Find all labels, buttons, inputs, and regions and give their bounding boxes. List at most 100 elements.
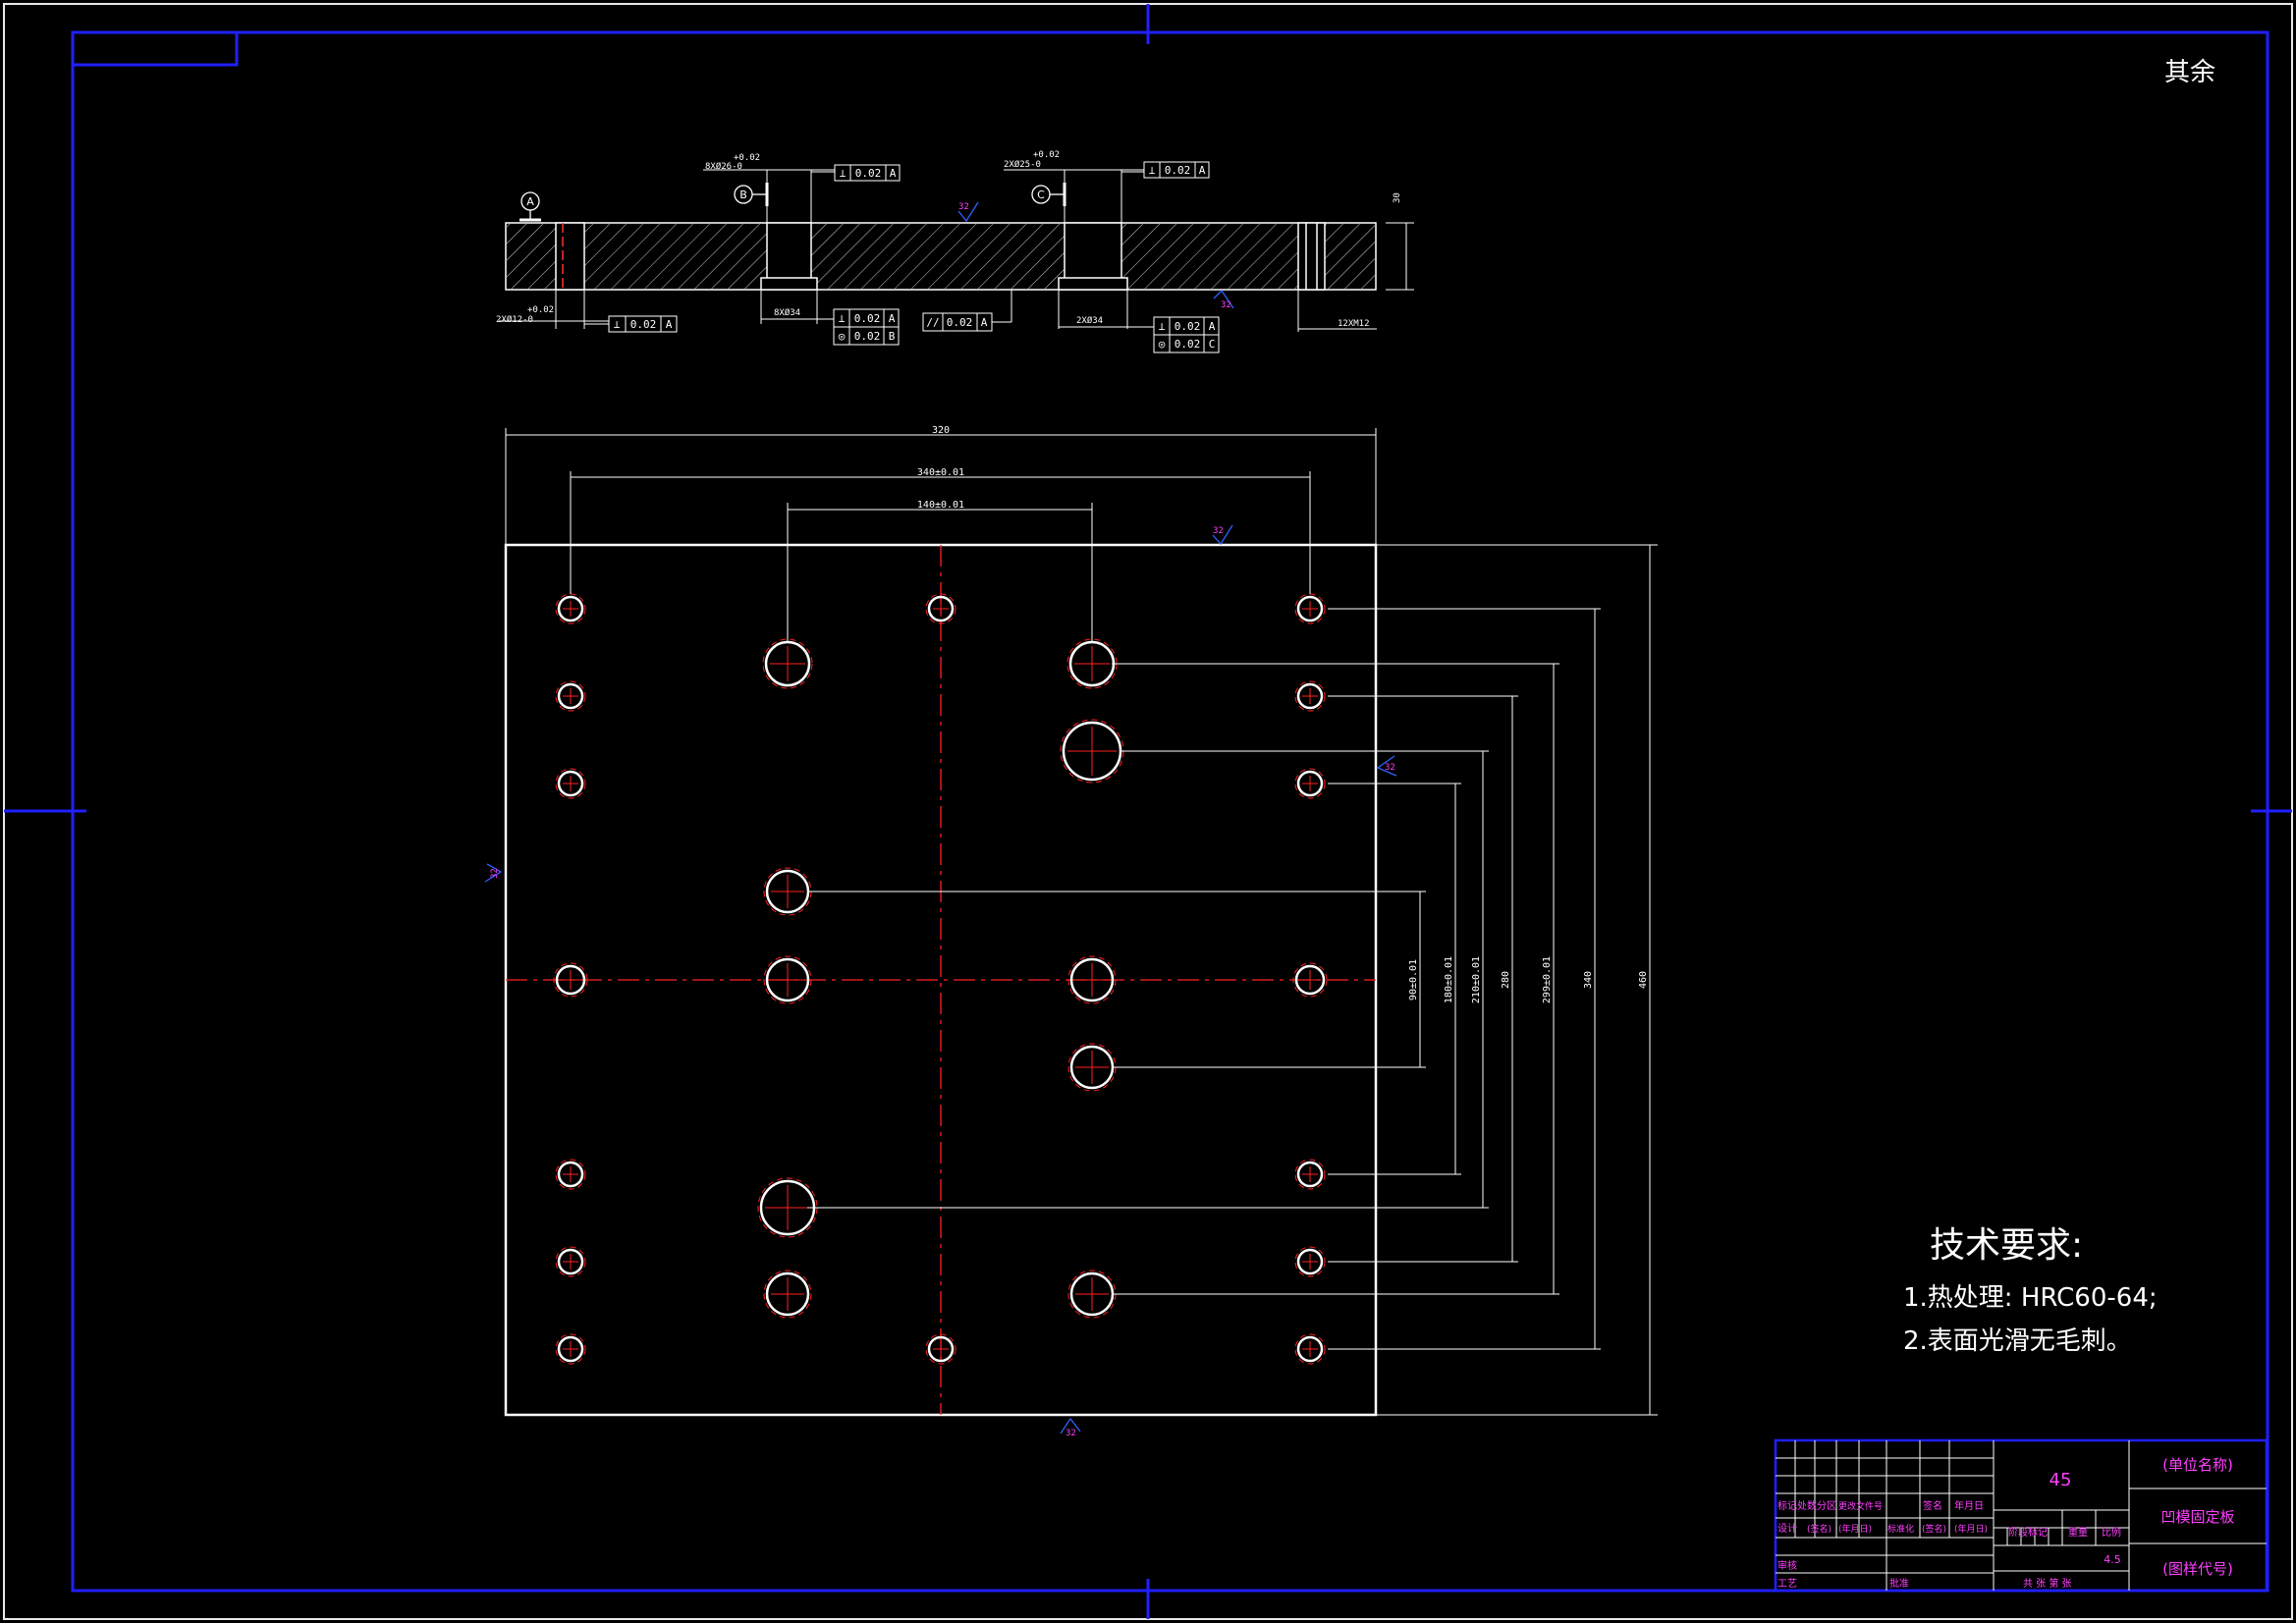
dim-overall-width: 320 [932, 425, 950, 436]
tol-c: +0.02 [1033, 150, 1060, 160]
roughness-right: 32 [1376, 755, 1397, 777]
tech-req-item-2: 2.表面光滑无毛刺。 [1903, 1326, 2132, 1356]
section-hole-c [1064, 222, 1122, 281]
title-part-name: 凹模固定板 [2160, 1508, 2234, 1526]
svg-text:32: 32 [958, 202, 969, 212]
section-view [505, 222, 1377, 291]
hole-9 [925, 1333, 957, 1365]
hole-22 [1066, 638, 1118, 689]
title-block-grid [1776, 1440, 2267, 1591]
svg-text:阶段标记: 阶段标记 [2008, 1526, 2048, 1539]
section-hatch-4 [1121, 224, 1298, 289]
svg-text:(年月日): (年月日) [1954, 1523, 1988, 1535]
hole-12 [1294, 768, 1326, 799]
hole-15 [1294, 1246, 1326, 1277]
hole-17 [762, 638, 813, 689]
svg-text:0.02: 0.02 [1175, 338, 1201, 351]
svg-text:0.02: 0.02 [855, 167, 882, 180]
svg-text:32: 32 [1213, 526, 1224, 536]
roughness-symbol-section-bottom: 32 [1213, 289, 1234, 310]
hole-10 [1294, 593, 1326, 624]
hole-26 [1067, 1270, 1117, 1319]
dim-v5: 180±0.01 [1444, 956, 1454, 1003]
section-hatch-2 [584, 224, 767, 289]
svg-text:年月日: 年月日 [1954, 1499, 1984, 1512]
hole-2 [555, 680, 586, 712]
top-left-tag-box [71, 30, 239, 67]
hole-14 [1294, 1159, 1326, 1190]
svg-text:审核: 审核 [1777, 1559, 1797, 1572]
svg-text:设计: 设计 [1777, 1522, 1797, 1535]
section-counterbore-b [760, 277, 818, 291]
hole-20 [757, 1177, 818, 1238]
svg-text:0.02: 0.02 [854, 312, 881, 325]
fcf-perp-b: ⊥ 0.02 A [834, 164, 901, 182]
svg-text:签名: 签名 [1923, 1499, 1942, 1512]
thickness-label: 30 [1393, 192, 1402, 203]
hole-16 [1294, 1333, 1326, 1365]
svg-text:◎: ◎ [839, 330, 846, 343]
plan-view: 320 340±0.01 140±0.01 460 [484, 425, 1658, 1438]
svg-text:A: A [1209, 320, 1216, 333]
svg-text:⊥: ⊥ [1149, 164, 1156, 177]
title-scale: 4.5 [2104, 1553, 2121, 1566]
roughness-left: 32 [484, 863, 503, 883]
hole-3 [555, 768, 586, 799]
bore-left-label: 2XØ12-0 [496, 314, 533, 325]
hole-21 [763, 1270, 812, 1319]
roughness-bottom: 32 [1060, 1417, 1081, 1438]
hole-5 [555, 1159, 586, 1190]
dim-v1: 340 [1583, 971, 1594, 989]
roughness-top: 32 [1212, 524, 1233, 546]
svg-text:⊥: ⊥ [614, 318, 621, 331]
svg-text:B: B [889, 330, 896, 343]
tol-left: +0.02 [527, 305, 554, 315]
title-material: 45 [2050, 1470, 2072, 1490]
hole-25 [1067, 1043, 1117, 1092]
dim-overall-height: 460 [1638, 971, 1649, 989]
section-hatch-5 [1325, 224, 1375, 289]
hole-4 [553, 962, 588, 998]
svg-text:标准化: 标准化 [1887, 1523, 1914, 1535]
tech-req-title: 技术要求: [1930, 1225, 2083, 1266]
hole-24 [1067, 955, 1117, 1004]
hole-11 [1294, 680, 1326, 712]
section-thread-hole [1297, 222, 1326, 291]
svg-text:分区: 分区 [1817, 1500, 1836, 1512]
surface-finish-note: 其余 [2164, 58, 2215, 87]
svg-text:工艺: 工艺 [1777, 1578, 1797, 1590]
bore-b-label: 8XØ26-0 [705, 161, 742, 172]
hole-23 [1060, 719, 1124, 784]
svg-text:重量: 重量 [2068, 1526, 2088, 1539]
section-annotations: A B C +0.02 8XØ26-0 +0.02 2XØ25-0 30 [496, 150, 1414, 353]
title-drawing-no: (图样代号) [2162, 1560, 2233, 1578]
svg-text:0.02: 0.02 [947, 316, 973, 329]
top-dimensions [505, 428, 1377, 643]
svg-text:32: 32 [1221, 300, 1231, 310]
hole-19 [763, 955, 812, 1004]
svg-text:A: A [981, 316, 988, 329]
svg-text:(年月日): (年月日) [1838, 1523, 1872, 1535]
svg-text:◎: ◎ [1159, 338, 1166, 351]
dim-hole-span-x: 340±0.01 [917, 467, 964, 478]
svg-text:A: A [1199, 164, 1206, 177]
svg-text:A: A [889, 312, 896, 325]
svg-text:32: 32 [490, 868, 500, 879]
svg-text:⊥: ⊥ [840, 167, 847, 180]
svg-text:32: 32 [1066, 1429, 1076, 1438]
section-hatch-1 [507, 224, 556, 289]
svg-text:0.02: 0.02 [854, 330, 881, 343]
section-outline [505, 222, 1377, 291]
tol-b: +0.02 [734, 153, 760, 163]
roughness-symbol-section-top: 32 [957, 201, 979, 223]
counterbore-c-label: 2XØ34 [1076, 315, 1103, 326]
datum-a-symbol: A [519, 191, 541, 222]
hole-13 [1292, 962, 1328, 998]
title-row-labels: 标记 处数 分区 更改文件号 签名 年月日 设计 (签名) (年月日) 标准化 … [1777, 1499, 2121, 1590]
dim-v3: 280 [1501, 971, 1511, 989]
svg-text:⊥: ⊥ [839, 312, 846, 325]
svg-text:A: A [666, 318, 673, 331]
datum-c-symbol: C [1031, 183, 1066, 206]
svg-text:C: C [1209, 338, 1216, 351]
hole-8 [925, 593, 957, 624]
